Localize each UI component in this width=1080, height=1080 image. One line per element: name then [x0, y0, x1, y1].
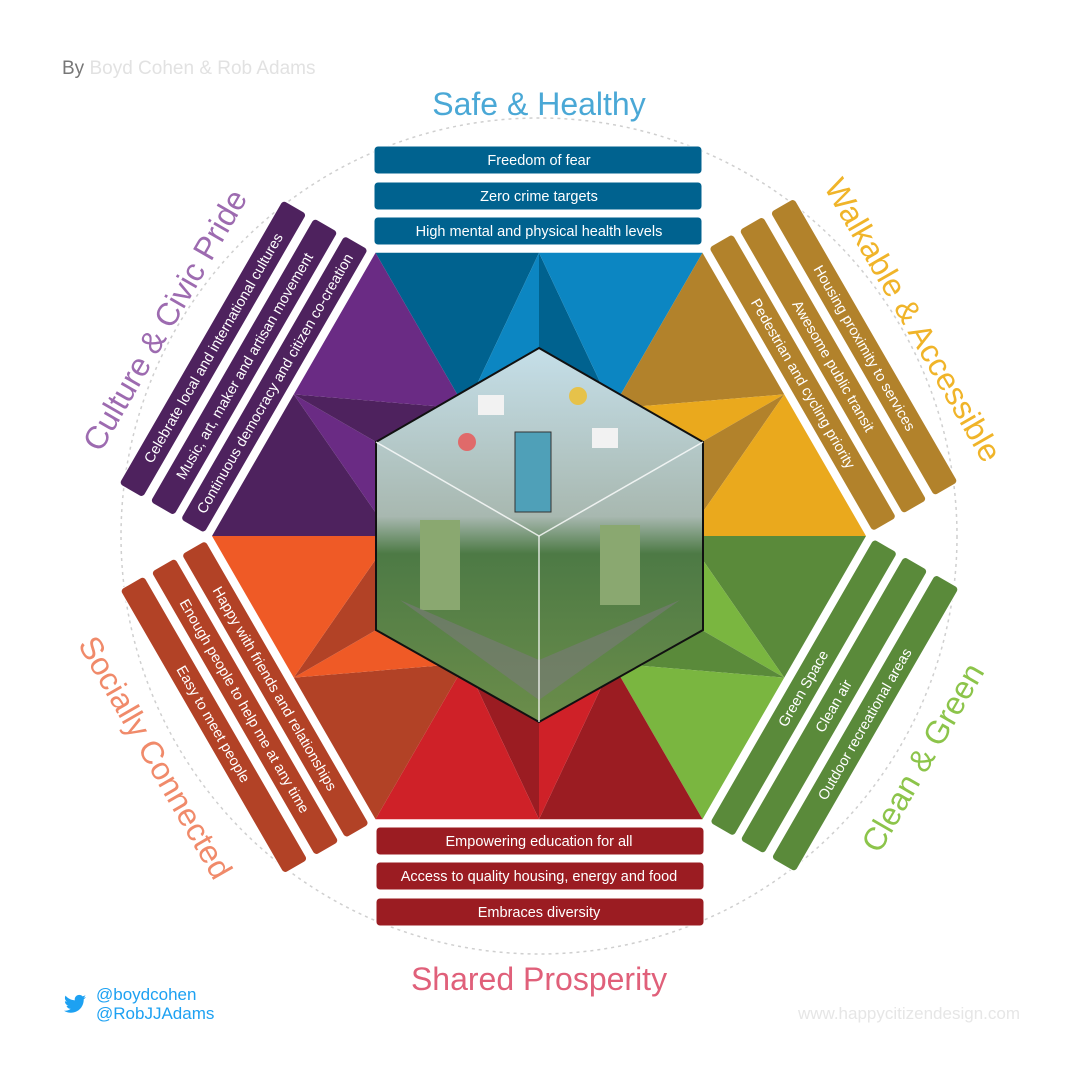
sector-facet [293, 663, 466, 820]
goal-bar-bg [709, 234, 896, 531]
byline-prefix: By [62, 58, 85, 79]
city-illustration-cube [375, 346, 704, 724]
goal-bar-bg [151, 558, 339, 855]
sector-facet [212, 394, 392, 536]
sector-facet [375, 252, 539, 409]
website-link[interactable]: www.happycitizendesign.com [797, 1004, 1020, 1023]
goal-bar-label: Access to quality housing, energy and fo… [401, 869, 677, 885]
dashed-ring [120, 117, 958, 955]
goal-bar-bg [740, 557, 928, 854]
goal-bar: High mental and physical health levels [373, 216, 703, 246]
byline-authors: Boyd Cohen & Rob Adams [89, 58, 316, 79]
twitter-icon [64, 994, 86, 1013]
goal-bar-bg [375, 826, 705, 856]
goal-bar-bg [770, 199, 958, 496]
goal-bar-bg [375, 861, 705, 891]
sector-facet [686, 536, 866, 678]
goal-bar-bg [771, 575, 959, 872]
goal-bar-label: Empowering education for all [446, 834, 633, 850]
goal-bar-bg [739, 217, 927, 514]
sector-facet [612, 252, 785, 409]
goal-bar: Embraces diversity [375, 897, 705, 927]
goal-bar-bg [373, 216, 703, 246]
twitter-handle[interactable]: @boydcohen [96, 985, 197, 1004]
byline: By Boyd Cohen & Rob Adams [62, 58, 316, 80]
sector-facet [539, 536, 785, 678]
sector-facet [212, 536, 392, 678]
sector-facet [375, 663, 539, 820]
sector-facet [612, 663, 785, 820]
social-handles: @boydcohen @RobJJAdams [64, 985, 214, 1023]
goal-bar: Zero crime targets [373, 181, 703, 211]
twitter-handle[interactable]: @RobJJAdams [96, 1004, 215, 1023]
goal-bar-bg [150, 218, 338, 515]
section-title-safe: Safe & Healthy [432, 86, 645, 122]
goal-bar-bg [375, 897, 705, 927]
bars-prosperity: Embraces diversity Access to quality hous… [375, 826, 705, 927]
goal-bar: Freedom of fear [373, 145, 703, 175]
goal-bar-bg [120, 576, 308, 873]
sector-facet [293, 536, 539, 678]
sector-facet [539, 663, 703, 820]
goal-bar-label: Embraces diversity [478, 905, 601, 921]
goal-bar-label: Freedom of fear [487, 153, 590, 169]
goal-bar: Empowering education for all [375, 826, 705, 856]
sector-facet [293, 252, 466, 409]
goal-bar-bg [181, 236, 368, 533]
goal-bar-bg [710, 539, 897, 836]
sector-facet [539, 252, 703, 409]
goal-bar: Access to quality housing, energy and fo… [375, 861, 705, 891]
sector-facet [686, 394, 866, 536]
goal-bar-bg [119, 200, 307, 497]
goal-bar-label: Zero crime targets [480, 189, 598, 205]
goal-bar-label: High mental and physical health levels [416, 224, 663, 240]
goal-bar-bg [373, 145, 703, 175]
goal-bar-bg [373, 181, 703, 211]
goal-bar-bg [182, 541, 369, 838]
section-title-prosperity: Shared Prosperity [411, 961, 667, 997]
